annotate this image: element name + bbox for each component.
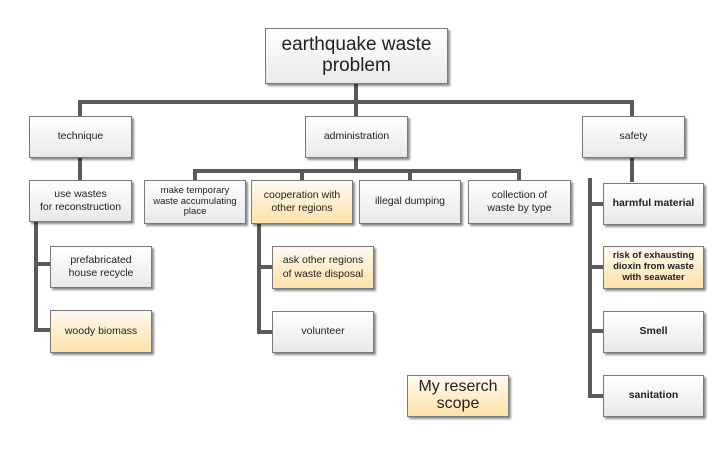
node-smell: Smell (603, 311, 704, 353)
node-risk-of-exhausting-dioxin: risk of exhausting dioxin from waste wit… (603, 246, 704, 289)
node-volunteer: volunteer (272, 311, 374, 353)
node-ask-other-regions-of-waste-disposal: ask other regions of waste disposal (272, 246, 374, 289)
category-administration: administration (305, 116, 408, 158)
node-illegal-dumping: illegal dumping (359, 180, 461, 224)
node-cooperation-with-other-regions: cooperation with other regions (251, 180, 353, 224)
node-sanitation: sanitation (603, 375, 704, 417)
node-collection-of-waste-by-type: collection of waste by type (468, 180, 571, 224)
node-harmful-material: harmful material (603, 183, 704, 225)
category-technique: technique (29, 116, 132, 158)
node-woody-biomass: woody biomass (50, 310, 152, 353)
node-prefabricated-house-recycle: prefabricated house recycle (50, 246, 152, 288)
node-use-wastes-for-reconstruction: use wastes for reconstruction (29, 180, 132, 222)
root-node: earthquake waste problem (265, 28, 448, 84)
category-safety: safety (582, 116, 685, 158)
node-make-temporary-waste-accumulating-place: make temporary waste accumulating place (144, 180, 246, 224)
legend-research-scope: My reserch scope (407, 375, 509, 417)
